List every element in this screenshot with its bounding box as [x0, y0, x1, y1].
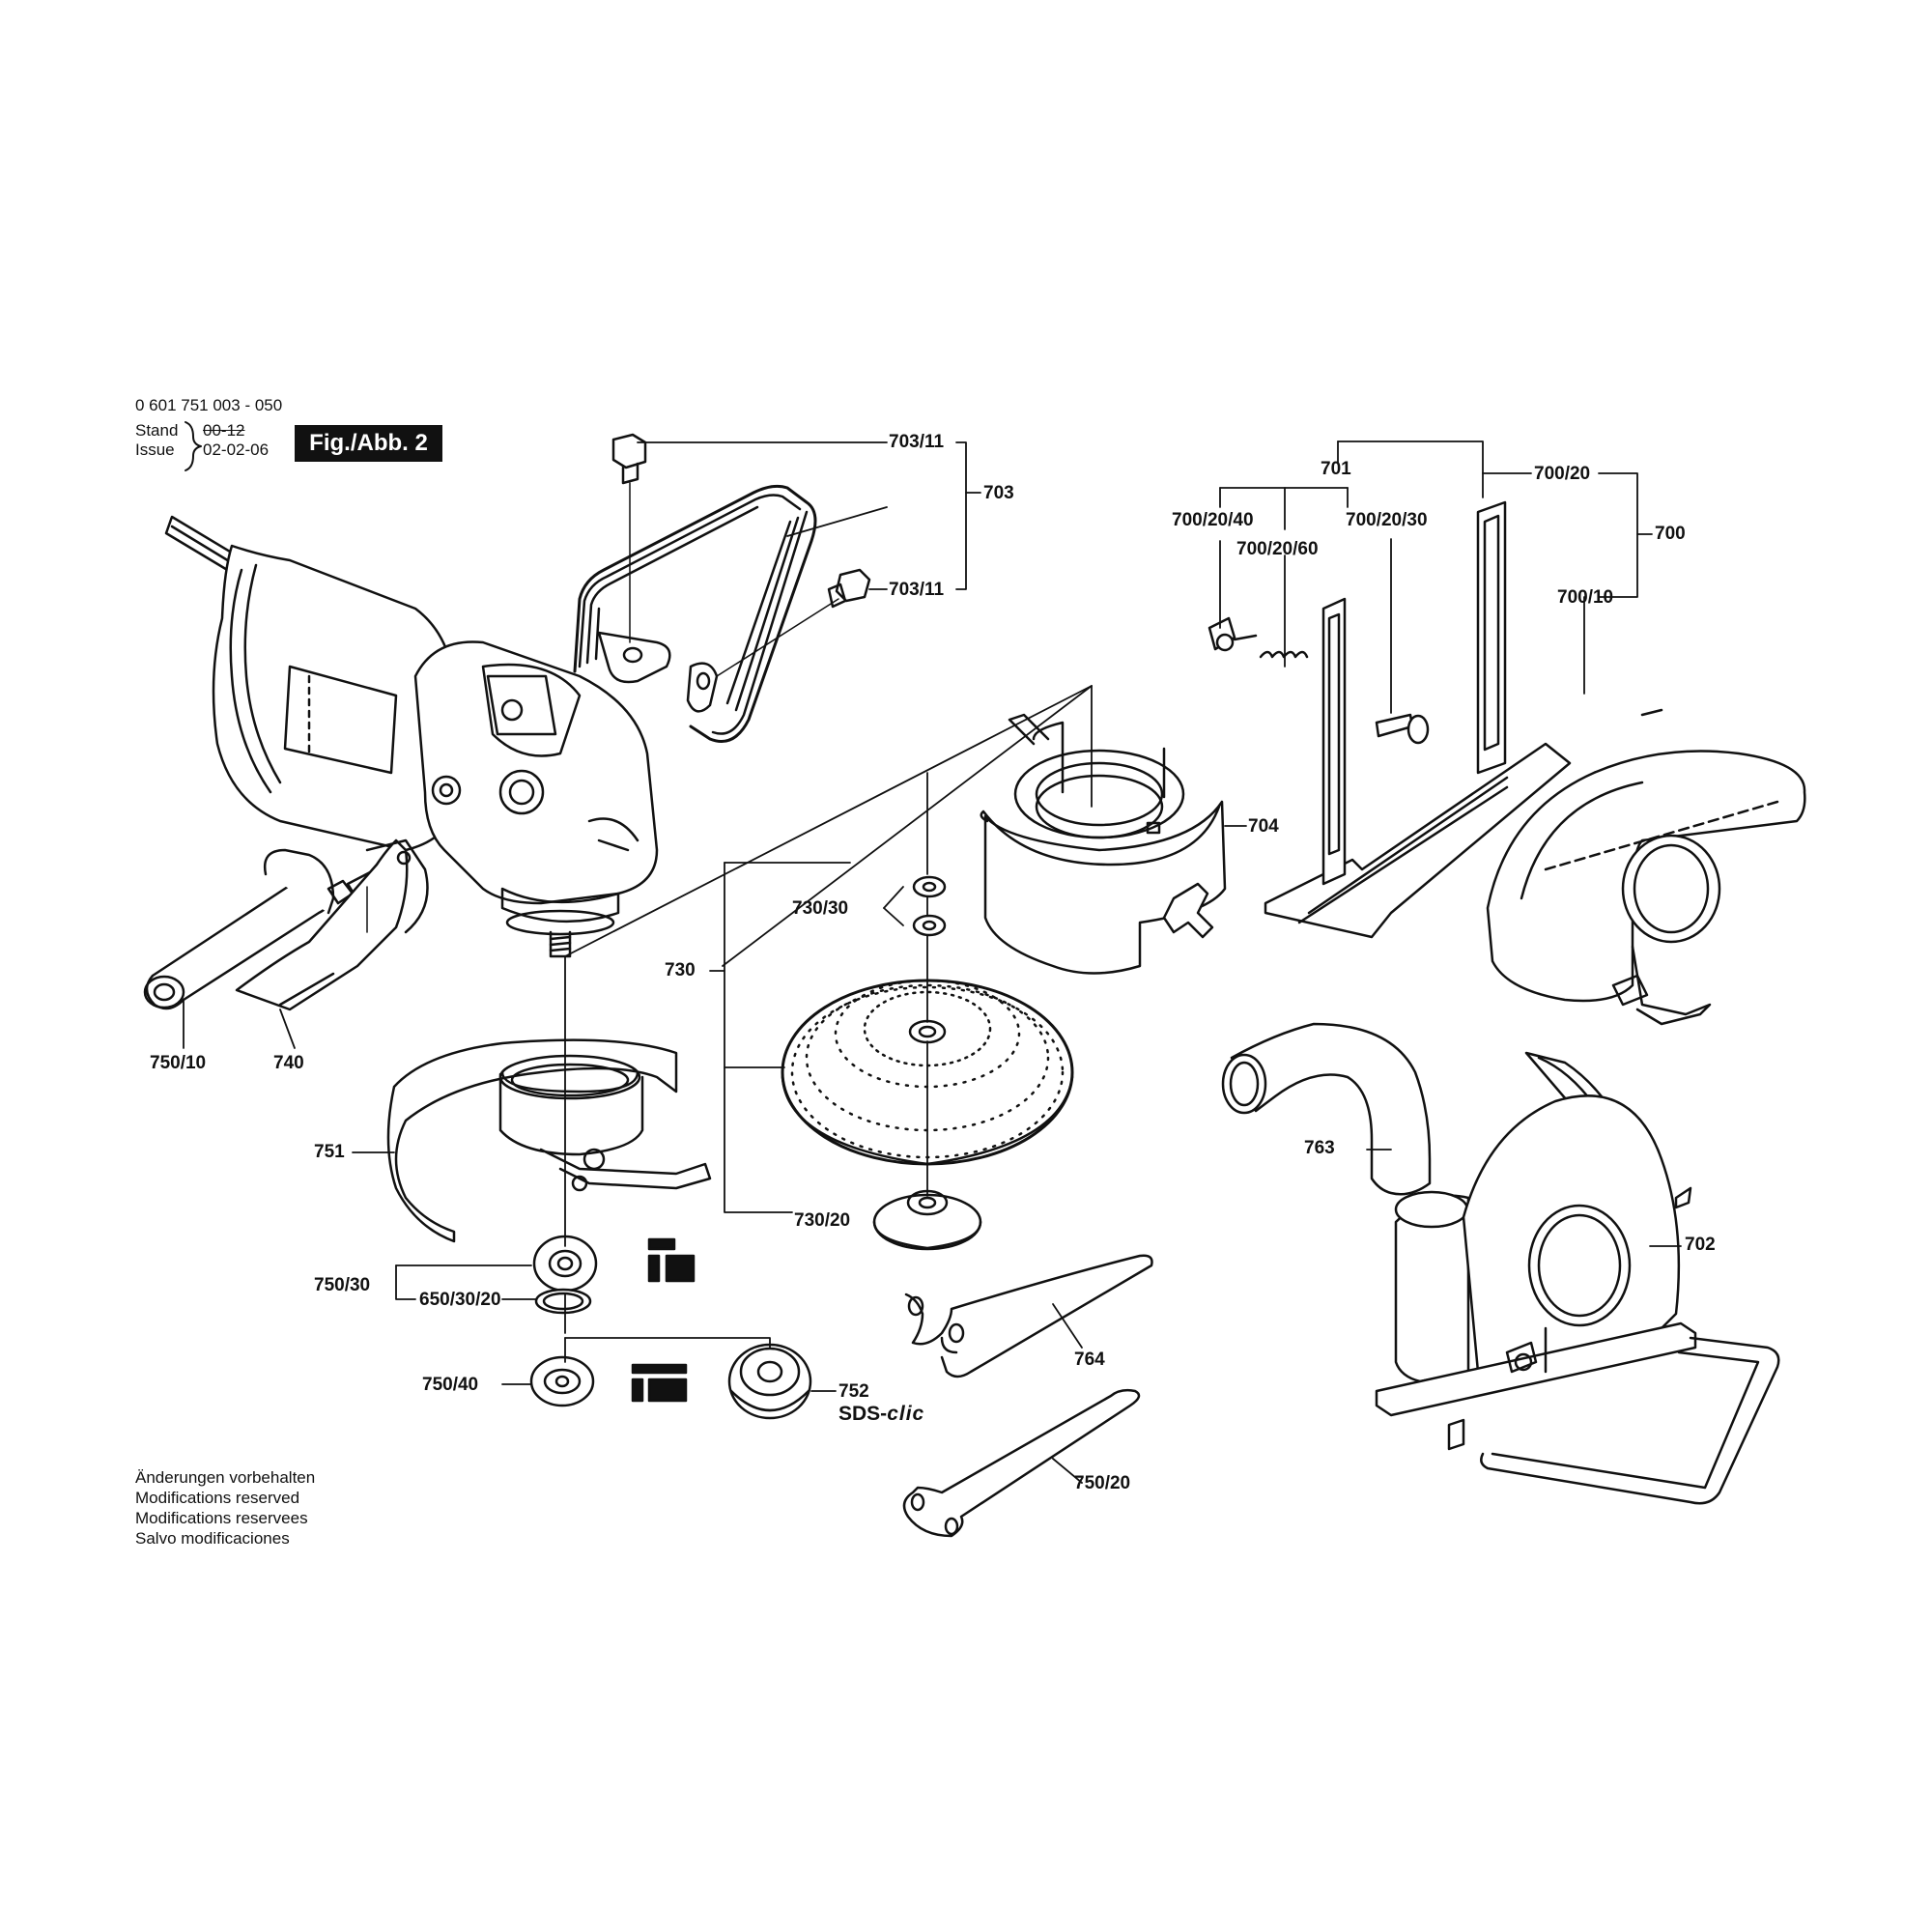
- label-752: 752: [838, 1381, 869, 1402]
- stand-value: 00-12: [203, 421, 245, 440]
- label-730: 730: [665, 960, 696, 980]
- label-703-11-bottom: 703/11: [889, 580, 945, 600]
- label-700-10: 700/10: [1557, 587, 1614, 608]
- label-764: 764: [1074, 1350, 1105, 1370]
- label-751: 751: [314, 1142, 345, 1162]
- note-english: Modifications reserved: [135, 1489, 300, 1507]
- issue-brace: [185, 421, 202, 471]
- side-handle: [143, 838, 429, 1011]
- wheel-guard-751: [386, 1038, 712, 1243]
- quick-nut-752: [727, 1343, 812, 1420]
- parallel-guide-700: [1208, 500, 1806, 1026]
- pin-wrench-750-20: [902, 1388, 1141, 1538]
- issue-label: Issue: [135, 440, 175, 459]
- label-700-20-40: 700/20/40: [1172, 510, 1254, 530]
- pin-wrench-764: [904, 1254, 1153, 1378]
- label-730-20: 730/20: [794, 1210, 851, 1231]
- note-spanish: Salvo modificaciones: [135, 1529, 290, 1548]
- label-650-30-20: 650/30/20: [419, 1290, 501, 1310]
- suction-elbow-763: [1221, 1022, 1432, 1196]
- label-700-20: 700/20: [1534, 464, 1591, 484]
- label-730-30: 730/30: [792, 898, 849, 919]
- label-750-10: 750/10: [150, 1053, 207, 1073]
- label-703: 703: [983, 483, 1014, 503]
- label-750-30: 750/30: [314, 1275, 371, 1295]
- figure-label: Fig./Abb. 2: [295, 425, 442, 462]
- label-703-11-top: 703/11: [889, 432, 945, 452]
- note-german: Änderungen vorbehalten: [135, 1468, 316, 1487]
- flange-750-30: [532, 1235, 598, 1315]
- angle-grinder-body: [164, 515, 659, 958]
- bracket-handle-703: [573, 433, 871, 743]
- label-750-20: 750/20: [1074, 1473, 1131, 1493]
- leader-lines: [183, 440, 1682, 1484]
- label-702: 702: [1685, 1235, 1716, 1255]
- label-700-20-30: 700/20/30: [1346, 510, 1428, 530]
- stand-label: Stand: [135, 421, 179, 440]
- label-701: 701: [1321, 459, 1351, 479]
- note-french: Modifications reservees: [135, 1509, 308, 1527]
- flange-750-40: [529, 1355, 595, 1407]
- cutting-guard-702: [1375, 1051, 1780, 1505]
- extraction-hood-704: [980, 713, 1227, 975]
- label-704: 704: [1248, 816, 1279, 837]
- label-763: 763: [1304, 1138, 1335, 1158]
- label-750-40: 750/40: [422, 1375, 479, 1395]
- sds-clic-label: SDS-clic: [838, 1403, 925, 1425]
- flange-orientation-icons: [631, 1237, 696, 1403]
- part-number: 0 601 751 003 - 050: [135, 396, 283, 414]
- label-700: 700: [1655, 524, 1686, 544]
- issue-value: 02-02-06: [203, 440, 270, 459]
- label-740: 740: [273, 1053, 304, 1073]
- label-700-20-60: 700/20/60: [1236, 539, 1319, 559]
